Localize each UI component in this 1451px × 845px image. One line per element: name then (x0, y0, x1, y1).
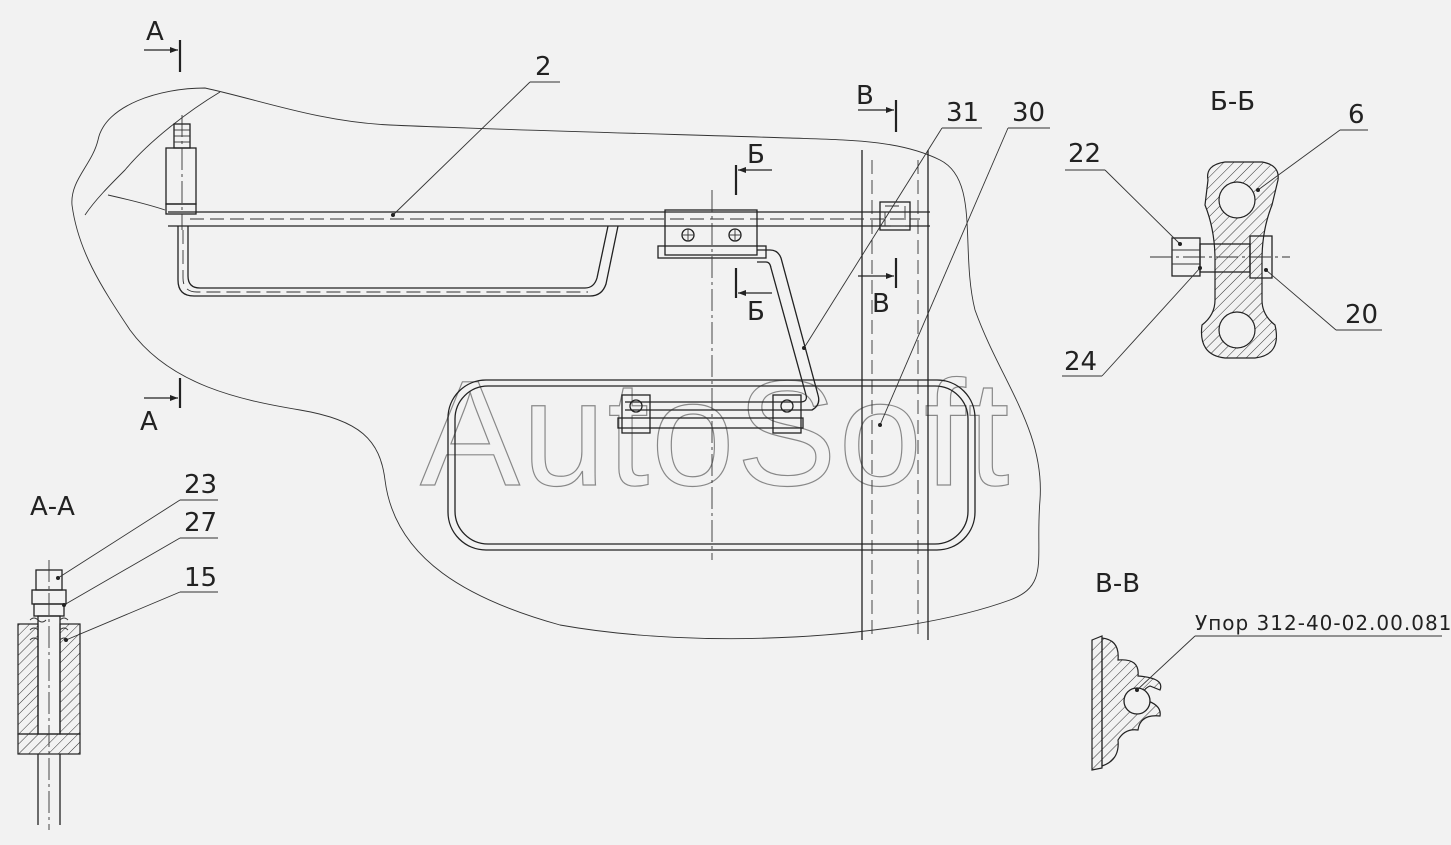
callout-note-v-v: Упор 312-40-02.00.081 (1135, 611, 1451, 692)
callout-2: 2 (391, 52, 560, 217)
callout-label-2: 2 (535, 52, 552, 82)
callout-24: 24 (1062, 266, 1202, 377)
section-label-a-bottom: А (140, 407, 158, 437)
section-mark-b: Б Б (734, 140, 772, 327)
rod-part-31 (617, 249, 820, 429)
housing-clamps (621, 394, 802, 434)
watermark-text: AutoSoft (420, 349, 1011, 517)
callout-31: 31 (802, 98, 982, 350)
detail-section-b-b: Б-Б (1150, 87, 1290, 359)
detail-section-v-v: В-В (1091, 569, 1162, 771)
vertical-bracket (861, 150, 929, 640)
section-mark-v: В В (856, 81, 898, 319)
rod-loop (177, 225, 619, 297)
callout-label-22: 22 (1068, 139, 1101, 169)
section-title-a-a: А-А (30, 492, 75, 522)
callout-label-27: 27 (184, 508, 217, 538)
detail-section-a-a: А-А (17, 492, 81, 830)
body-edge (84, 91, 221, 216)
callout-label-24: 24 (1064, 347, 1097, 377)
callout-20: 20 (1264, 268, 1382, 331)
body-edge-inner (107, 194, 166, 211)
callout-6: 6 (1256, 100, 1368, 192)
callout-label-20: 20 (1345, 300, 1378, 330)
callout-label-23: 23 (184, 470, 217, 500)
section-label-b-bottom: Б (747, 297, 765, 327)
clamp-block (657, 209, 767, 259)
callout-22: 22 (1065, 139, 1182, 246)
section-title-b-b: Б-Б (1210, 87, 1255, 117)
housing-part-30 (447, 379, 976, 551)
rod-part-2 (168, 201, 930, 231)
section-label-v-top: В (856, 81, 874, 111)
callout-label-15: 15 (184, 563, 217, 593)
part-note-upor: Упор 312-40-02.00.081 (1195, 611, 1451, 635)
section-mark-a: А А (140, 17, 182, 437)
callout-30: 30 (878, 98, 1050, 427)
section-title-v-v: В-В (1095, 569, 1140, 599)
callout-label-30: 30 (1012, 98, 1045, 128)
callout-label-6: 6 (1348, 100, 1365, 130)
section-label-a-top: А (146, 17, 164, 47)
callout-15: 15 (64, 563, 218, 642)
section-label-b-top: Б (747, 140, 765, 170)
callout-label-31: 31 (946, 98, 979, 128)
section-label-v-bottom: В (872, 289, 890, 319)
break-outline (71, 87, 1041, 640)
fitting-top-left (165, 115, 197, 230)
callout-23: 23 (56, 470, 218, 580)
callout-27: 27 (62, 508, 218, 607)
